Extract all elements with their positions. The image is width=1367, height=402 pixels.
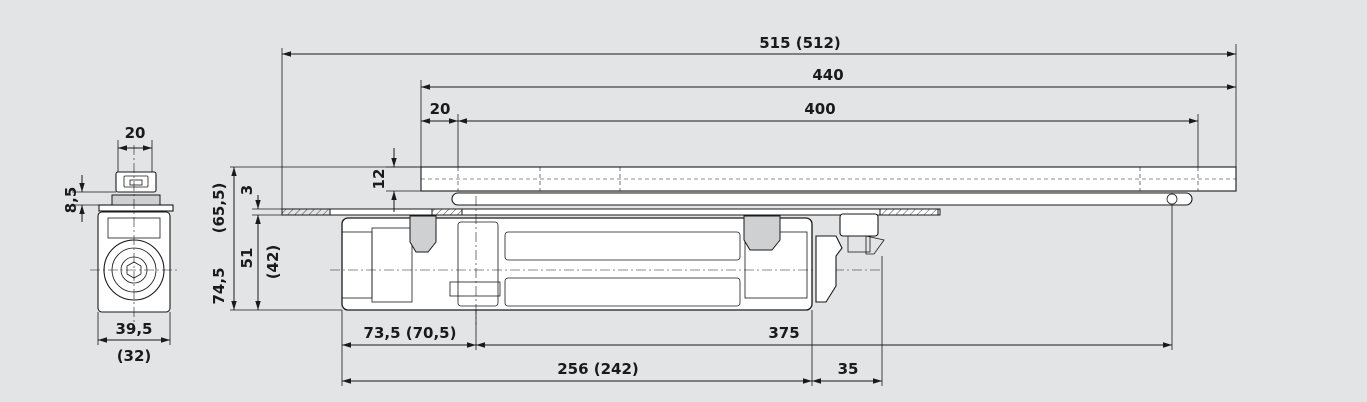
mounting-plate-hatch-mid [431,208,463,216]
dim-total-height-alt: (65,5) [210,183,228,234]
mounting-plate-hatch-right [879,208,939,216]
dim-rail-height: 12 [370,169,388,190]
dim-axis-offset: 73,5 (70,5) [364,324,457,342]
roller [839,213,879,237]
front-dim-width: 39,5 [115,320,152,338]
arm [451,192,1193,206]
front-mounting-plate [98,204,174,212]
side-view: 515 (512) 440 20 400 12 3 74,5 (65,5) 51… [210,34,1237,386]
front-slider-block [115,171,157,193]
dim-body-height: 51 [238,248,256,269]
dim-slide-travel: 400 [804,100,835,118]
dim-bracket-width: 35 [838,360,859,378]
front-dim-height-small: 8,5 [62,187,80,214]
dim-total-length: 515 (512) [759,34,841,52]
dim-slide-offset: 20 [430,100,451,118]
dim-total-height: 74,5 [210,267,228,304]
front-view: 20 8,5 39,5 (32) [62,124,180,365]
front-dim-width-alt: (32) [117,347,152,365]
dim-body-length: 256 (242) [557,360,639,378]
angle-bracket [815,235,843,303]
dim-arm-reach: 375 [768,324,799,342]
dim-rail-length: 440 [812,66,843,84]
dim-plate-thickness: 3 [238,185,256,195]
dim-body-height-alt: (42) [264,245,282,280]
valve-right [743,215,781,251]
mounting-plate-left [281,208,331,216]
valve-left [409,215,437,253]
front-dim-top-width: 20 [125,124,146,142]
